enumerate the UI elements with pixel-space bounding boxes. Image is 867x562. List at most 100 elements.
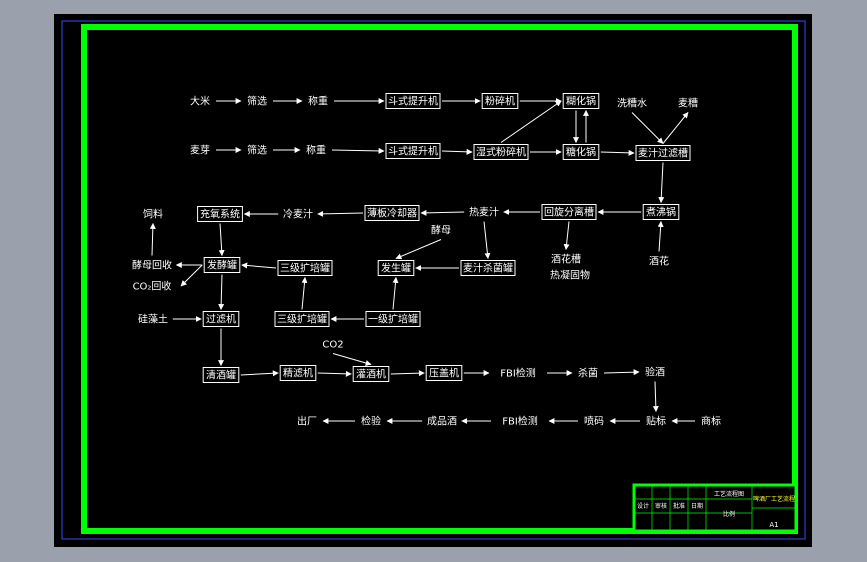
node-box [352, 366, 390, 382]
node-label: 麦汁杀菌罐 [463, 262, 513, 275]
node-box [277, 260, 333, 276]
flow-arrow [395, 239, 442, 260]
node-label: 薄板冷却器 [367, 207, 417, 220]
node-label: 筛选 [247, 95, 267, 108]
flow-arrow [241, 262, 277, 269]
node-label: 硅藻土 [138, 313, 168, 326]
flow-arrow [631, 112, 664, 144]
node-label: 糖化锅 [566, 146, 596, 159]
node-label: 称重 [306, 144, 326, 157]
title-block-field: 审核 [655, 502, 667, 510]
node-label: 三级扩培罐 [280, 262, 330, 275]
flow-arrows [149, 98, 695, 424]
flow-arrow [483, 221, 491, 260]
node-box [425, 365, 463, 381]
node-label: 洗糟水 [617, 97, 647, 110]
node-label: 三级扩培罐 [277, 313, 327, 326]
node-box [642, 204, 680, 220]
title-block-field: A1 [769, 521, 778, 529]
flow-arrow [658, 162, 665, 204]
title-block-field: 工艺流程图 [714, 490, 744, 498]
flow-arrow [180, 264, 203, 287]
node-box [481, 93, 519, 109]
node-label: 大米 [190, 95, 210, 108]
flow-arrow [390, 370, 425, 377]
node-label: 商标 [701, 415, 721, 428]
node-label: 热麦汁 [469, 206, 499, 219]
node-box [279, 365, 317, 381]
node-label: 酵母回收 [132, 259, 172, 272]
node-label: 酒花 [649, 255, 669, 268]
node-label: 酵母 [431, 225, 451, 237]
node-label: 粉碎机 [485, 95, 515, 108]
flow-arrow [652, 381, 659, 413]
node-label: 称重 [308, 95, 328, 108]
node-box [460, 260, 516, 276]
node-label: 灌酒机 [356, 368, 386, 381]
node-box [562, 144, 600, 160]
node-label: 发酵罐 [207, 259, 237, 272]
flow-arrow [500, 100, 562, 143]
flow-arrow [218, 274, 225, 311]
node-label: 压盖机 [429, 367, 459, 380]
flow-arrow [420, 209, 465, 216]
canvas-background [54, 14, 812, 547]
title-block-field: 日期 [691, 502, 703, 510]
flow-arrow [441, 148, 473, 155]
title-block: 工艺流程图 设计 审核 批准 日期 比例 A1 啤酒厂工艺流程 [632, 483, 798, 533]
flow-arrow [392, 276, 399, 310]
node-label: 验酒 [645, 366, 665, 379]
node-label: 一级扩培罐 [368, 313, 418, 326]
node-label: 斗式提升机 [388, 145, 438, 158]
flow-arrow [332, 353, 372, 366]
node-label: FBI检测 [500, 367, 536, 380]
node-label: 湿式粉碎机 [476, 146, 526, 159]
flow-arrow [240, 370, 279, 377]
node-label: 清酒罐 [206, 369, 236, 382]
node-label: 成品酒 [427, 416, 457, 428]
node-label: 回旋分离槽 [544, 206, 594, 219]
flow-arrow [317, 370, 352, 377]
flow-arrow [603, 369, 640, 376]
node-box [385, 93, 441, 109]
node-label: 酒花槽 [551, 253, 581, 266]
node-box [385, 143, 441, 159]
node-label: 过滤机 [206, 313, 236, 326]
node-box [274, 311, 330, 327]
node-box [364, 205, 420, 221]
node-label: 发生罐 [381, 262, 411, 275]
flow-arrow [218, 223, 225, 257]
node-label: 麦汁过滤槽 [638, 147, 688, 160]
node-label: 斗式提升机 [388, 95, 438, 108]
title-block-highlight: 啤酒厂工艺流程 [753, 495, 795, 503]
flow-arrow [301, 276, 308, 310]
title-block-field: 比例 [723, 510, 735, 518]
node-label: 杀菌 [578, 367, 598, 380]
flow-arrow [563, 221, 570, 251]
title-block-field: 批准 [673, 502, 685, 510]
node-label: 麦芽 [190, 144, 210, 157]
node-label: 冷麦汁 [283, 208, 313, 221]
flow-arrow [657, 220, 664, 252]
flow-arrow [317, 210, 364, 217]
node-label: 热凝固物 [550, 269, 590, 282]
node-label: CO₂回收 [133, 280, 172, 293]
node-box [197, 206, 243, 222]
node-label: 出厂 [297, 415, 317, 428]
flow-arrow [149, 222, 156, 256]
node-box [202, 367, 240, 383]
node-label: 煮沸锅 [646, 206, 676, 219]
node-box [377, 260, 415, 276]
flow-arrow [600, 149, 635, 156]
node-label: 贴标 [646, 415, 666, 428]
node-label: CO2 [322, 340, 343, 351]
node-box [203, 257, 241, 273]
outer-blue-frame [61, 20, 806, 540]
node-label: 糊化锅 [566, 95, 596, 108]
node-box [473, 144, 529, 160]
node-box [541, 204, 597, 220]
node-label: 麦糟 [678, 97, 698, 110]
flow-arrow [331, 147, 385, 154]
node-box [365, 311, 421, 327]
